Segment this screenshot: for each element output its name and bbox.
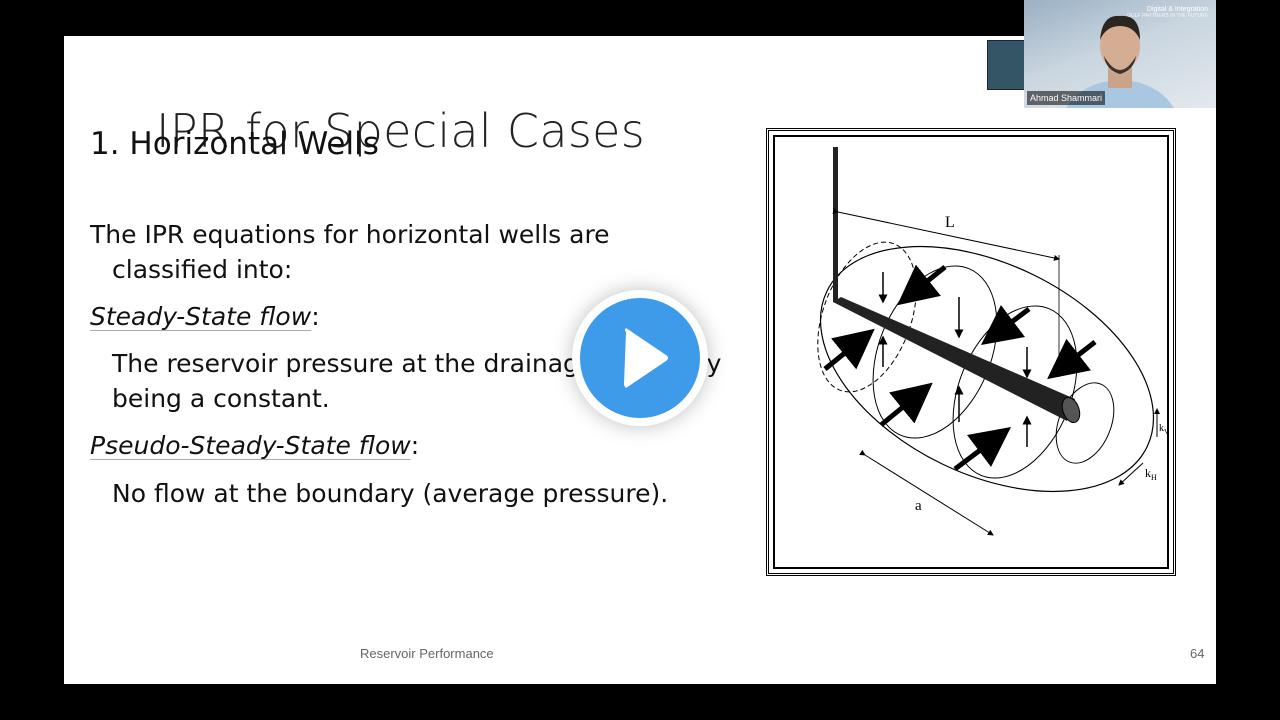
drainage-ellipsoid-diagram: L a xyxy=(817,147,1169,536)
presenter-name: Ahmad Shammari xyxy=(1027,91,1106,105)
horizontal-wellbore xyxy=(833,297,1075,421)
case1-line-2: being a constant. xyxy=(112,384,330,413)
slide-page-number: 64 xyxy=(1190,646,1205,661)
figure-inner-border: L a xyxy=(773,135,1169,569)
play-button-circle[interactable] xyxy=(580,298,700,418)
case1-colon: : xyxy=(311,302,320,331)
case2-colon: : xyxy=(410,431,420,460)
label-L: L xyxy=(945,214,955,231)
webcam-overlay: Digital & Integration GULF PARTNERS IN T… xyxy=(1024,0,1216,108)
label-kv: kV xyxy=(1159,423,1169,436)
case1-row: Steady-State flow: xyxy=(90,302,320,331)
case2-row: Pseudo-Steady-State flow: xyxy=(90,431,419,460)
webcam-brand: Digital & Integration GULF PARTNERS IN T… xyxy=(1127,6,1208,19)
slide: IPR for Special Cases 1. Horizontal Well… xyxy=(64,36,1216,684)
play-icon xyxy=(624,328,668,388)
horizontal-well-figure: L a xyxy=(766,128,1176,576)
slide-footer: Reservoir Performance xyxy=(360,646,494,661)
company-logo-thumbnail xyxy=(987,40,1029,90)
case2-text: No flow at the boundary (average pressur… xyxy=(112,479,669,508)
slide-subtitle: 1. Horizontal Wells xyxy=(90,126,379,162)
intro-line-2: classified into: xyxy=(112,255,293,284)
case2-heading: Pseudo-Steady-State flow xyxy=(90,431,411,460)
case1-heading: Steady-State flow xyxy=(90,302,312,331)
video-play-button[interactable] xyxy=(572,290,708,426)
slide-title: IPR for Special Cases xyxy=(156,104,645,158)
label-kh: kH xyxy=(1145,466,1157,482)
label-a: a xyxy=(915,498,922,514)
webcam-brand-line-1: Digital & Integration xyxy=(1146,6,1208,13)
intro-line-1: The IPR equations for horizontal wells a… xyxy=(90,220,610,249)
webcam-brand-line-2: GULF PARTNERS IN THE FUTURE xyxy=(1127,13,1208,19)
vertical-wellbore xyxy=(833,147,838,302)
